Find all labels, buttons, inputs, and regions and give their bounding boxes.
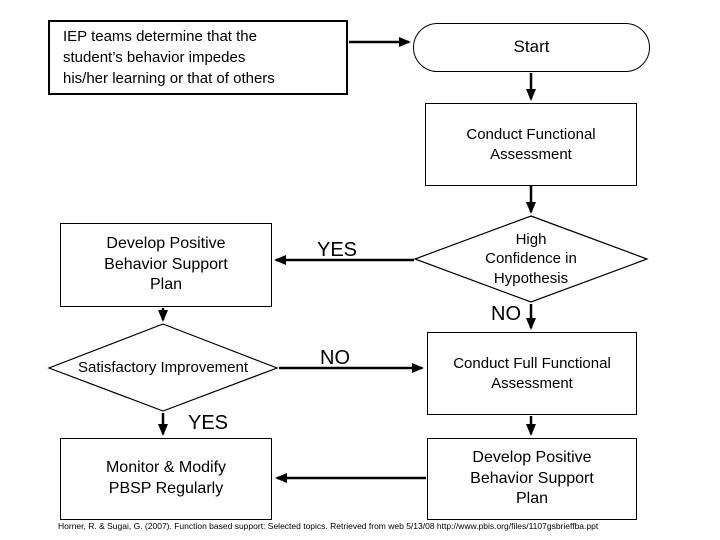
node-conduct-full-functional-assessment: Conduct Full Functional Assessment: [427, 332, 637, 415]
decision-satisfactory-improvement-shape: [47, 323, 279, 412]
citation-text: Horner, R. & Sugai, G. (2007). Function …: [58, 521, 599, 531]
edge-label-yes-high-confidence: YES: [316, 239, 358, 261]
node-start: Start: [413, 23, 650, 72]
decision-high-confidence-label: High Confidence in Hypothesis: [485, 230, 577, 287]
decision-high-confidence-shape: [413, 215, 649, 303]
decision-satisfactory-improvement-label: Satisfactory Improvement: [77, 359, 249, 377]
edge-label-no-satisfactory: NO: [320, 347, 350, 369]
node-conduct-functional-assessment: Conduct Functional Assessment: [425, 103, 637, 186]
node-develop-pbsp-2: Develop Positive Behavior Support Plan: [427, 438, 637, 520]
node-develop-pbsp: Develop Positive Behavior Support Plan: [60, 223, 272, 307]
node-iep-determination: IEP teams determine that the student’s b…: [48, 20, 348, 95]
edge-label-no-high-confidence: NO: [491, 303, 521, 325]
edge-label-yes-satisfactory: YES: [187, 412, 229, 434]
node-monitor-modify-pbsp: Monitor & Modify PBSP Regularly: [60, 438, 272, 520]
